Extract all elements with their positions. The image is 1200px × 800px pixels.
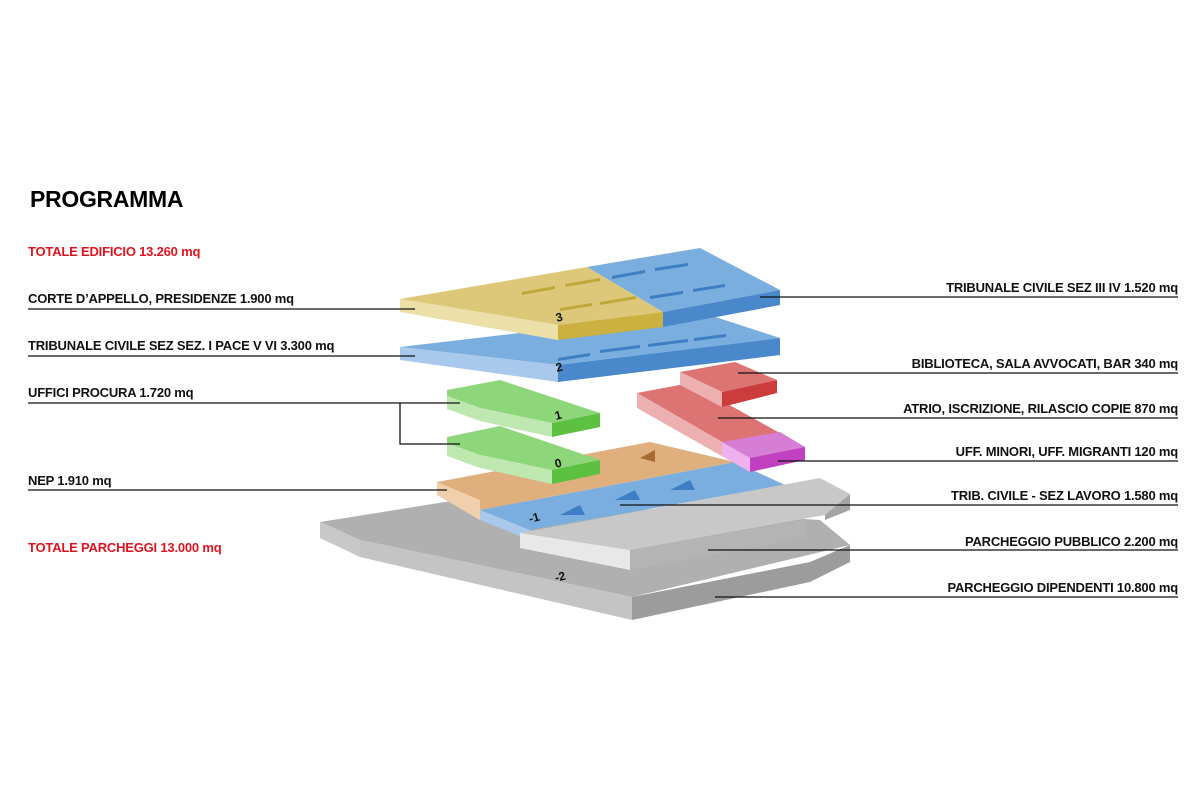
slab-biblioteca (680, 362, 777, 407)
level-label: -1 (527, 510, 541, 526)
slab-level-minus1: -1 (480, 462, 785, 540)
level-label: -2 (553, 569, 567, 585)
label-parcheggio-pubblico: PARCHEGGIO PUBBLICO 2.200 mq (964, 534, 1178, 549)
slab-parcheggio-pubblico (520, 478, 850, 570)
label-tribunale-civile-i: TRIBUNALE CIVILE SEZ SEZ. I PACE V VI 3.… (28, 338, 335, 353)
level-label: 1 (553, 408, 563, 423)
leader-lines (28, 296, 1178, 598)
label-corte-appello: CORTE D’APPELLO, PRESIDENZE 1.900 mq (28, 291, 294, 306)
level-label: 0 (553, 456, 563, 471)
page-title: PROGRAMMA (30, 186, 184, 212)
label-uffici-procura: UFFICI PROCURA 1.720 mq (28, 385, 194, 400)
slab-level-0: 0 (447, 426, 600, 484)
label-tribunale-civile-iii: TRIBUNALE CIVILE SEZ III IV 1.520 mq (946, 280, 1178, 295)
level-label: 3 (554, 310, 564, 325)
slab-atrio (637, 383, 805, 472)
label-uff-minori: UFF. MINORI, UFF. MIGRANTI 120 mq (955, 444, 1179, 459)
slab-level-2: 2 (400, 312, 780, 382)
label-biblioteca: BIBLIOTECA, SALA AVVOCATI, BAR 340 mq (911, 356, 1179, 371)
level-label: 2 (554, 360, 564, 375)
label-nep: NEP 1.910 mq (28, 473, 112, 488)
total-building-label: TOTALE EDIFICIO 13.260 mq (28, 244, 201, 259)
total-parking-label: TOTALE PARCHEGGI 13.000 mq (28, 540, 222, 555)
label-sez-lavoro: TRIB. CIVILE - SEZ LAVORO 1.580 mq (951, 488, 1178, 503)
label-atrio: ATRIO, ISCRIZIONE, RILASCIO COPIE 870 mq (903, 401, 1178, 416)
slab-level-3: 3 (400, 248, 780, 340)
slab-level-1: 1 (447, 380, 600, 437)
label-parcheggio-dipendenti: PARCHEGGIO DIPENDENTI 10.800 mq (947, 580, 1178, 595)
